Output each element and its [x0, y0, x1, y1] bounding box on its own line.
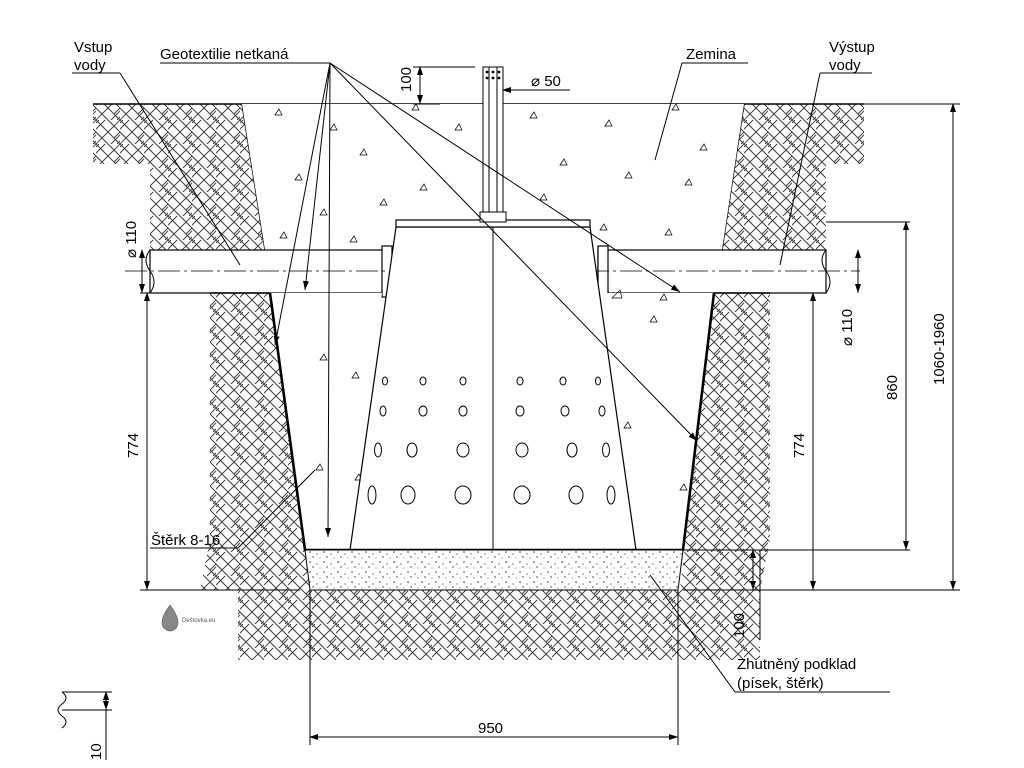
dimension-lines	[57, 66, 960, 760]
outlet-label-line1: Výstup	[829, 39, 875, 56]
vent-pipe	[479, 66, 507, 223]
label-leaders	[72, 62, 890, 693]
compacted-base	[304, 549, 684, 591]
inlet-pipe	[145, 245, 393, 298]
backfill-speckles	[274, 103, 708, 243]
water-drop-icon	[161, 604, 179, 632]
infiltration-tank	[349, 219, 637, 551]
gravel-label: Štěrk 8-16	[151, 532, 220, 549]
outlet-pipe	[597, 245, 831, 298]
corner-detail-dim: 10	[88, 743, 105, 760]
total-depth-dim: 1060-1960	[931, 313, 948, 385]
geotextile-label: Geotextilie netkaná	[160, 46, 289, 63]
watermark-text: Deštovka.eu	[182, 618, 215, 624]
outlet-depth-dim: 860	[884, 375, 901, 400]
tank-perforations	[367, 376, 616, 505]
base-label-line1: Zhutněný podklad	[737, 656, 856, 673]
gravel-left	[270, 293, 382, 550]
base-thickness-dim: 100	[731, 613, 748, 638]
soil-label: Zemina	[686, 46, 737, 63]
inlet-diameter-dim: ⌀ 110	[123, 221, 140, 258]
watermark-logo: Deštovka.eu	[161, 604, 215, 632]
vent-diameter-dim: ⌀ 50	[531, 73, 561, 90]
gravel-marks	[315, 289, 688, 491]
geotextile-leaders	[160, 62, 698, 538]
inlet-label-line2: vody	[74, 57, 106, 74]
inlet-label-line1: Vstup	[74, 39, 112, 56]
outlet-label-line2: vody	[829, 57, 861, 74]
base-label-line2: (písek, štěrk)	[737, 675, 824, 692]
right-height-dim: 774	[791, 433, 808, 458]
left-height-dim: 774	[125, 433, 142, 458]
bottom-width-dim: 950	[478, 720, 503, 737]
vent-height-dim: 100	[398, 67, 415, 92]
outlet-diameter-dim: ⌀ 110	[839, 309, 856, 346]
surrounding-soil	[93, 104, 864, 660]
